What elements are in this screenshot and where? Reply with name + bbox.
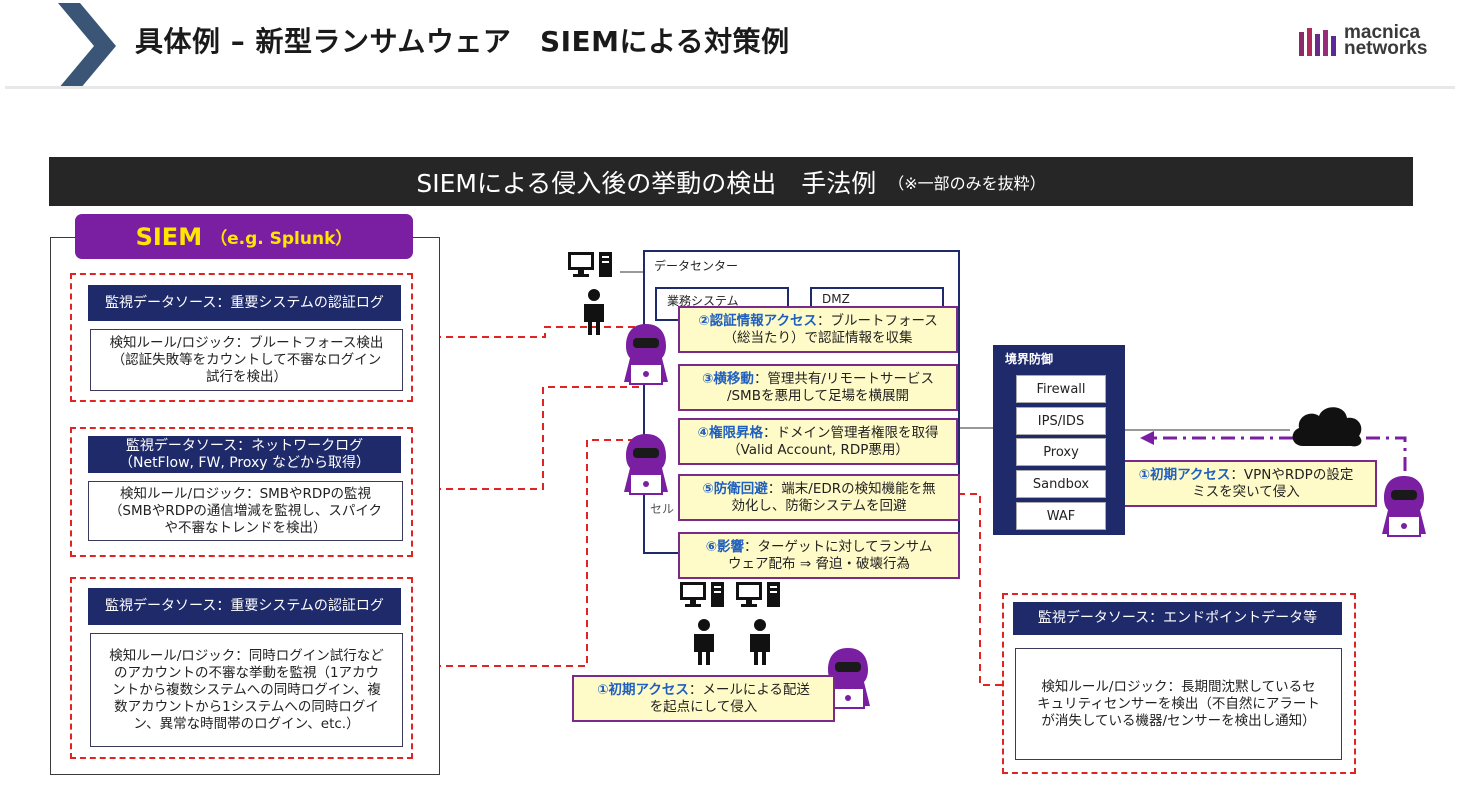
endpoint-rule: 検知ルール/ロジック：長期間沈黙しているセ キュリティセンサーを検出（不自然にア… [1015,648,1342,760]
step-privilege-escalation: ④権限昇格：ドメイン管理者権限を取得 （Valid Account, RDP悪用… [678,418,958,465]
endpoint-rule-line3: が消失している機器/センサーを検出し通知） [1041,712,1316,729]
datacenter-partial-label: セル [650,502,675,516]
endpoint-rule-line1: 検知ルール/ロジック：長期間沈黙しているセ [1041,678,1316,695]
step-4-key: ④権限昇格 [697,424,763,441]
logo-line2: networks [1344,38,1428,59]
macnica-logo-icon [1299,28,1336,56]
step-4-line2: （Valid Account, RDP悪用） [727,441,909,458]
step-initial-access-vpn: ①初期アクセス：VPNやRDPの設定 ミスを突いて侵入 [1115,460,1377,507]
initial-vpn-key: ①初期アクセス [1138,466,1231,483]
block-1-rule: 検知ルール/ロジック：ブルートフォース検出 （認証失敗等をカウントして不審なログ… [90,329,403,391]
block-3-rule-line1: 検知ルール/ロジック：同時ログイン試行など [109,647,384,664]
siem-title: SIEM [135,222,203,251]
initial-mail-key: ①初期アクセス [597,681,689,698]
sandbox-item: Sandbox [1016,470,1106,498]
business-system-box: 業務システム [655,287,789,321]
datacenter-label: データセンター [654,259,739,273]
block-2-rule-line1: 検知ルール/ロジック：SMBやRDPの監視 [120,485,371,502]
step-defense-evasion: ⑤防衛回避：端末/EDRの検知機能を無 効化し、防衛システムを回避 [678,474,960,521]
hacker-icon-1 [624,324,668,385]
step-5-line2: 効化し、防衛システムを回避 [731,497,907,514]
step-2-key: ②認証情報アクセス [698,312,817,329]
logo-line1: macnica [1344,22,1421,43]
business-system-label: 業務システム [667,294,739,308]
banner-title: SIEMによる侵入後の挙動の検出 手法例 [416,168,877,198]
block-3-rule: 検知ルール/ロジック：同時ログイン試行など のアカウントの不審な挙動を監視（1ア… [90,633,403,747]
siem-tab: SIEM （e.g. Splunk） [75,214,413,259]
user-icon-2 [694,619,714,665]
block-3-rule-line5: ン、異常な時間帯のログイン、etc.） [133,715,360,732]
step-6-key: ⑥影響 [705,538,745,555]
block-1-source: 監視データソース：重要システムの認証ログ [88,285,401,321]
header-divider [5,86,1455,89]
hacker-icon-4 [1382,476,1426,537]
hacker-icon-2 [624,434,668,495]
page-title: 具体例 – 新型ランサムウェア SIEMによる対策例 [135,25,790,58]
hacker-icon-3 [826,648,870,709]
user-icon-3 [750,619,770,665]
step-6-line2: ウェア配布 ⇒ 脅迫・破壊行為 [728,555,910,572]
chevron-icon [58,3,116,89]
step-lateral-movement: ③横移動：管理共有/リモートサービス /SMBを悪用して足場を横展開 [678,364,958,411]
step-2-line2: （総当たり）で認証情報を収集 [723,329,913,346]
dmz-label: DMZ [822,292,850,306]
initial-vpn-line1: ：VPNやRDPの設定 [1230,466,1354,483]
firewall-item: Firewall [1016,375,1106,403]
boundary-title: 境界防御 [1005,352,1054,366]
block-3-rule-line2: のアカウントの不審な挙動を監視（1アカウ [113,664,380,681]
block-3-source: 監視データソース：重要システムの認証ログ [88,588,401,625]
initial-mail-line1: ：メールによる配送 [688,681,810,698]
block-2-source-line2: （NetFlow, FW, Proxy などから取得） [118,454,371,471]
siem-subtitle: （e.g. Splunk） [210,229,353,249]
endpoint-source: 監視データソース：エンドポイントデータ等 [1013,602,1342,635]
block-2-rule-line3: や不審なトレンドを検出） [164,519,327,536]
block-1-rule-line1: 検知ルール/ロジック：ブルートフォース検出 [109,334,384,351]
block-2-source: 監視データソース：ネットワークログ （NetFlow, FW, Proxy など… [88,436,401,473]
block-2-rule-line2: （SMBやRDPの通信増減を監視し、スパイク [108,502,383,519]
step-6-line1: ：ターゲットに対してランサム [744,538,933,555]
block-1-rule-line2: （認証失敗等をカウントして不審なログイン [111,351,382,368]
block-2-source-line1: 監視データソース：ネットワークログ [125,437,364,454]
computer-icon [568,252,612,277]
endpoint-rule-line2: キュリティセンサーを検出（不自然にアラート [1037,695,1320,712]
step-3-line1: ：管理共有/リモートサービス [753,370,934,387]
initial-vpn-line2: ミスを突いて侵入 [1192,483,1300,500]
block-3-rule-line4: 数アカウントから1システムへの同時ログイ [114,698,379,715]
step-3-key: ③横移動 [702,370,754,387]
step-5-key: ⑤防衛回避 [702,480,768,497]
computer-icon-2 [680,582,724,607]
step-credential-access: ②認証情報アクセス：ブルートフォース （総当たり）で認証情報を収集 [678,306,958,353]
waf-item: WAF [1016,502,1106,530]
step-5-line1: ：端末/EDRの検知機能を無 [767,480,936,497]
ips-ids-item: IPS/IDS [1016,407,1106,435]
computer-icon-3 [736,582,780,607]
step-initial-access-mail: ①初期アクセス：メールによる配送 を起点にして侵入 [572,675,835,722]
user-icon [584,289,604,335]
step-impact: ⑥影響：ターゲットに対してランサム ウェア配布 ⇒ 脅迫・破壊行為 [678,532,960,579]
banner-note: （※一部のみを抜粋） [888,173,1046,193]
block-3-rule-line3: ントから複数システムへの同時ログイン、複 [112,681,381,698]
block-1-rule-line3: 試行を検出） [206,368,287,385]
step-3-line2: /SMBを悪用して足場を横展開 [726,387,910,404]
block-2-rule: 検知ルール/ロジック：SMBやRDPの監視 （SMBやRDPの通信増減を監視し、… [88,481,403,541]
step-2-line1: ：ブルートフォース [816,312,938,329]
proxy-item: Proxy [1016,438,1106,466]
step-4-line1: ：ドメイン管理者権限を取得 [762,424,939,441]
cloud-icon [1292,407,1362,447]
section-banner: SIEMによる侵入後の挙動の検出 手法例 （※一部のみを抜粋） [49,157,1413,206]
initial-mail-line2: を起点にして侵入 [649,698,758,715]
